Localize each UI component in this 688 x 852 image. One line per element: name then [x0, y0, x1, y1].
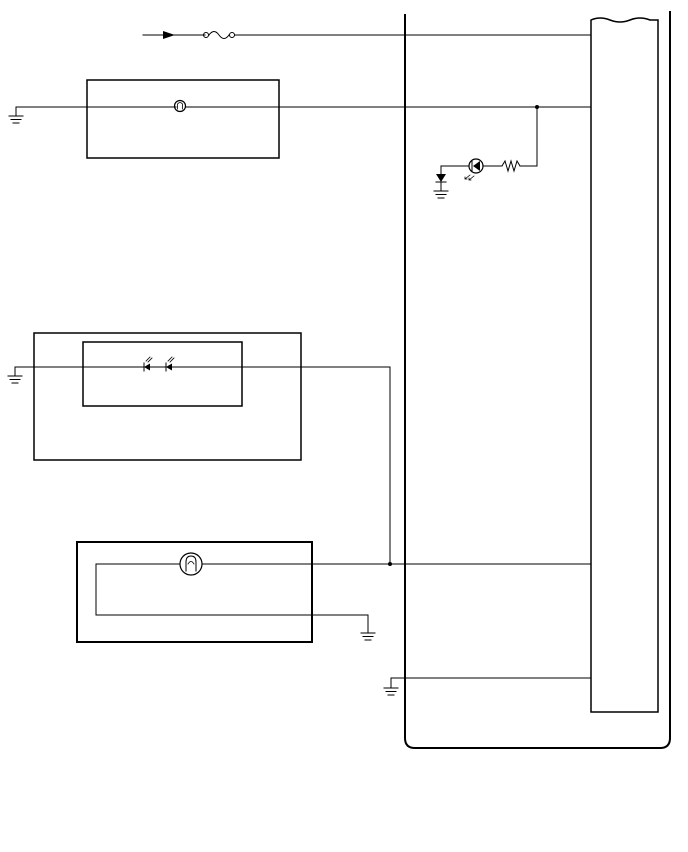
- connector-block: [590, 17, 659, 713]
- lamp-icon: [173, 99, 187, 113]
- fuse-icon: [203, 31, 235, 39]
- led-icon: [165, 356, 175, 372]
- ground-icon: [7, 366, 23, 384]
- ground-icon: [8, 106, 24, 124]
- ground-icon: [360, 632, 376, 641]
- led-icon: [143, 356, 153, 372]
- power-feed: [142, 31, 592, 39]
- diode-icon: [436, 174, 446, 182]
- arrow-icon: [163, 31, 175, 39]
- ground-icon: [433, 190, 449, 199]
- lamp-icon: [179, 552, 203, 576]
- junction-dot: [388, 562, 392, 566]
- chassis-ground: [383, 677, 592, 696]
- control-unit-outline: [404, 11, 671, 749]
- resistor-icon: [501, 159, 521, 173]
- indicator-led-branch: [433, 105, 539, 199]
- ground-icon: [383, 687, 399, 696]
- led-pair-module: [7, 332, 391, 565]
- lamp-module: [8, 79, 592, 159]
- lamp-ground-module: [76, 541, 592, 643]
- led-icon: [464, 158, 484, 181]
